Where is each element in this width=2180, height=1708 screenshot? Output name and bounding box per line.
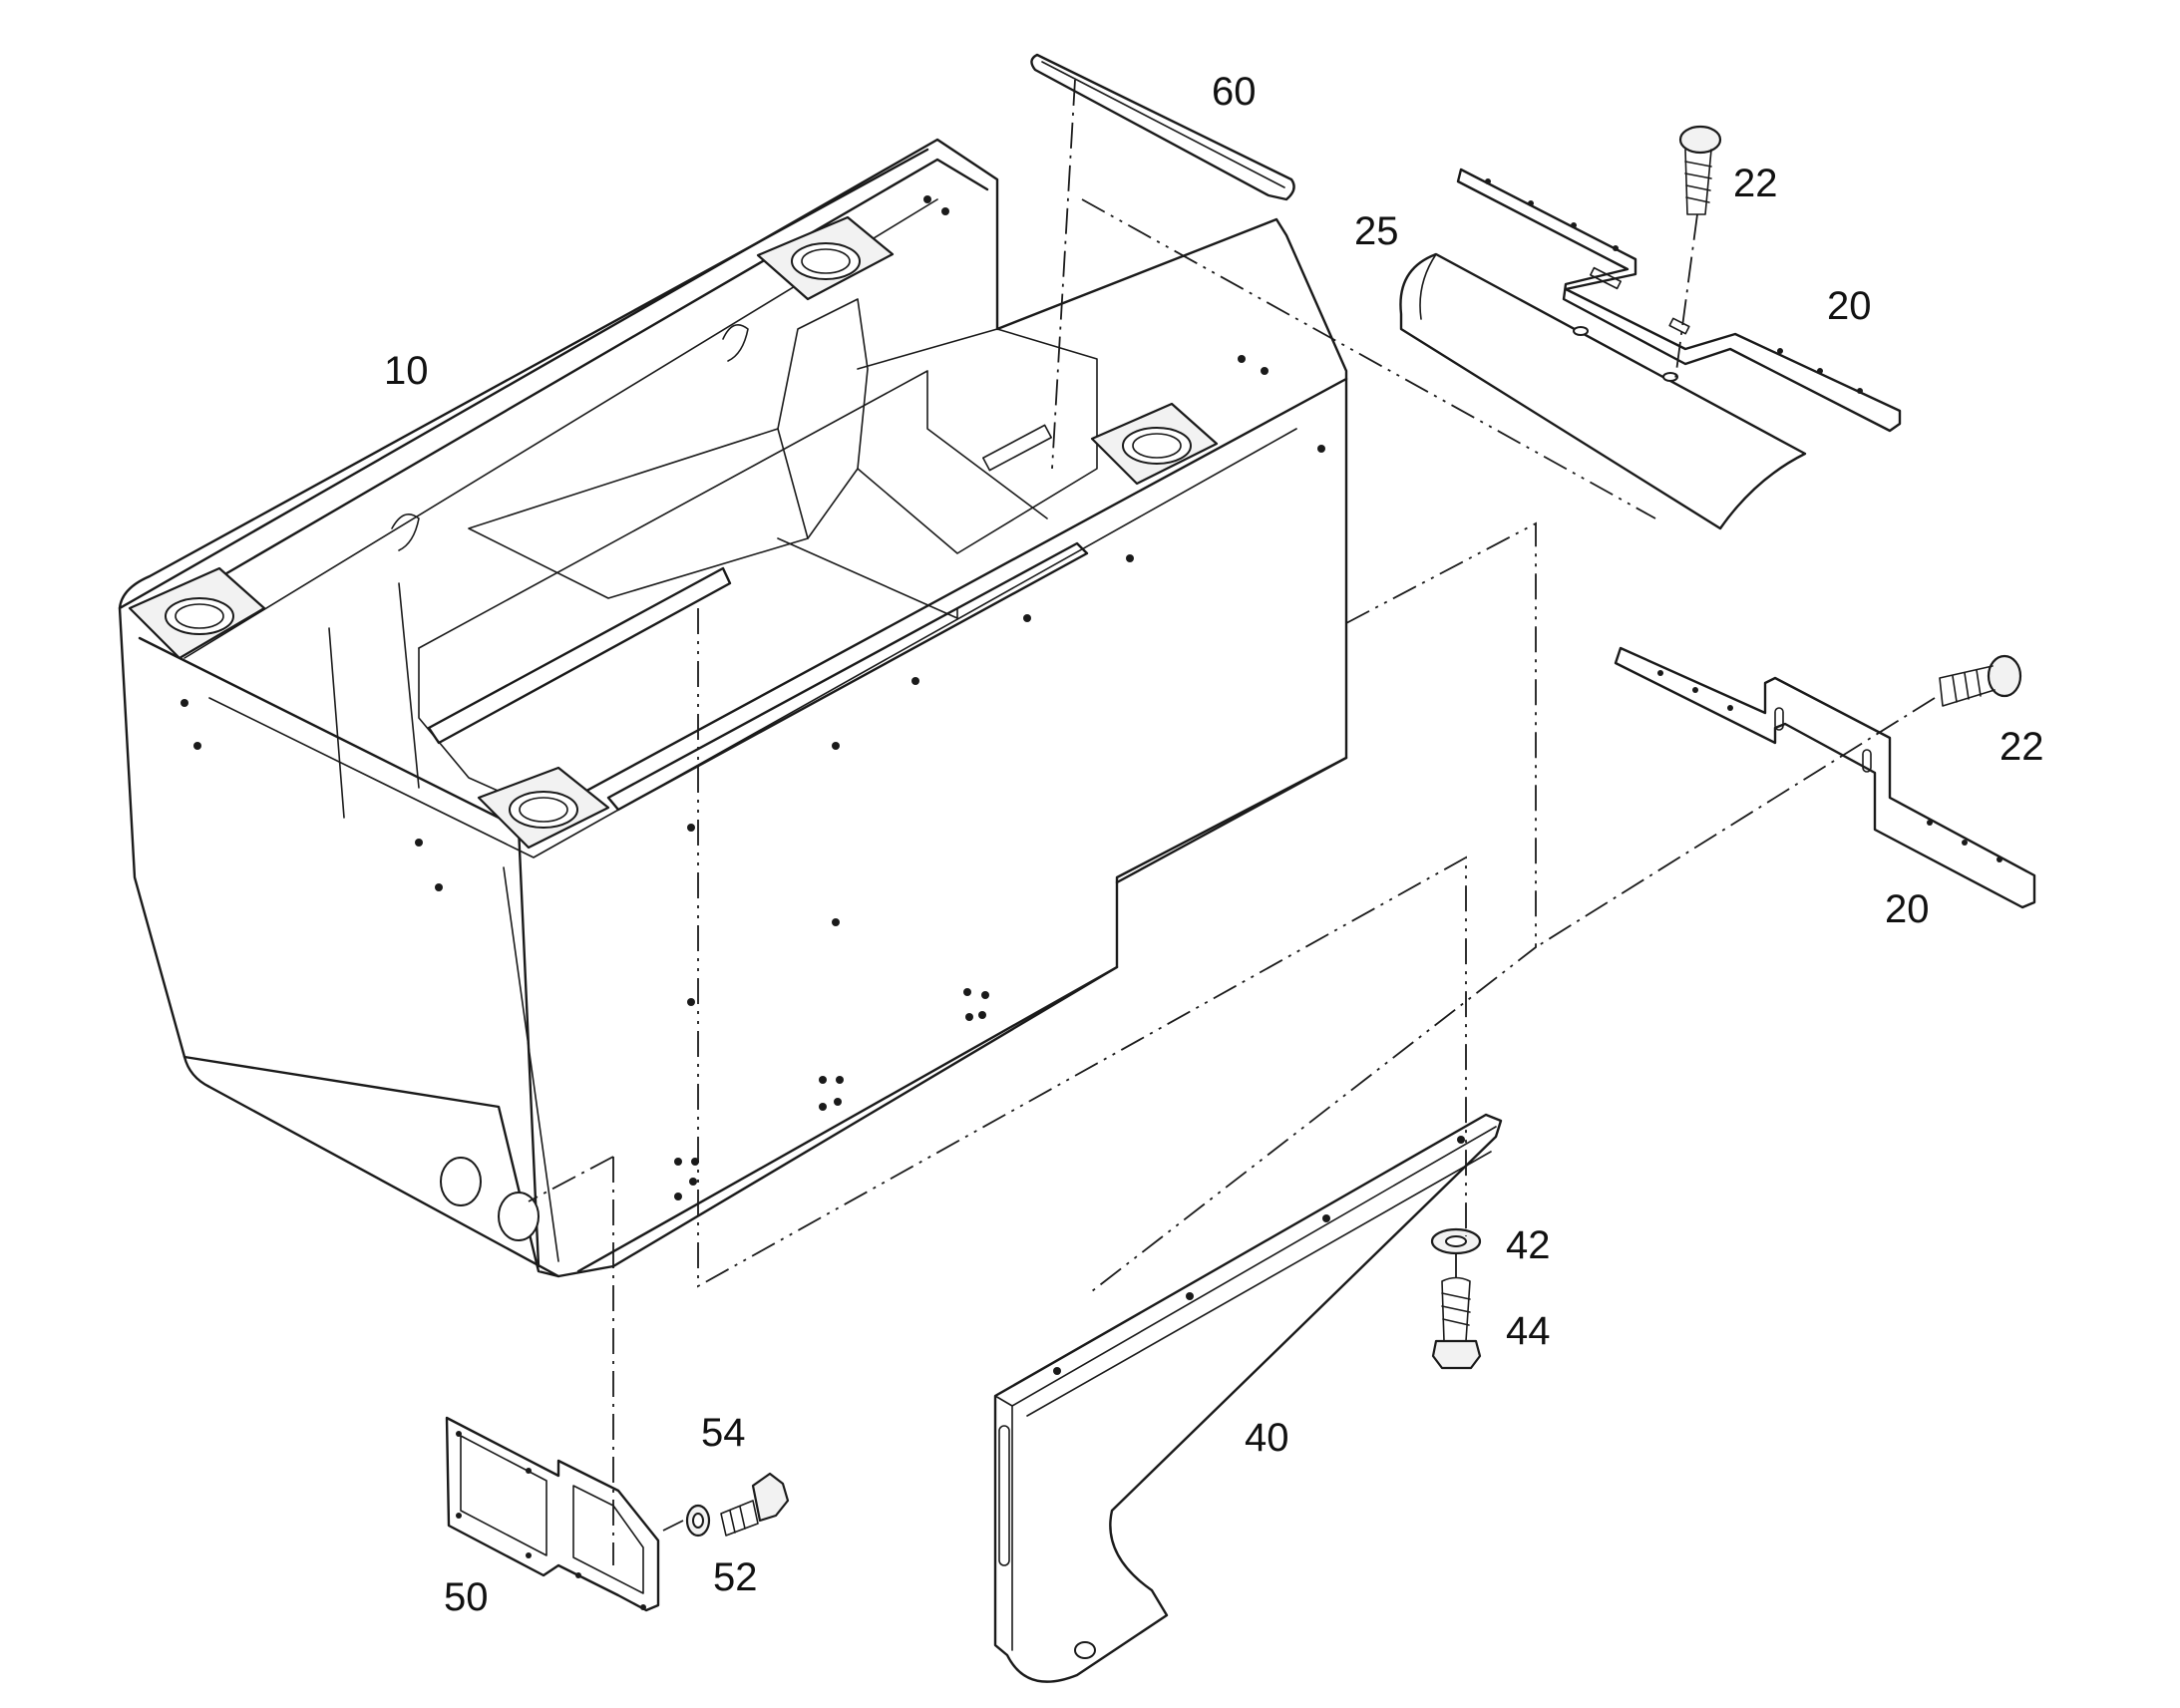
curved-cover-part-25 bbox=[1399, 252, 1807, 530]
frame-opening-1 bbox=[440, 1157, 482, 1206]
screw-top-part-22 bbox=[1678, 125, 1722, 215]
bolt-part-44 bbox=[1431, 1276, 1482, 1370]
callout-20-right: 20 bbox=[1885, 887, 1930, 931]
bracket-top-part-20 bbox=[1456, 168, 1902, 433]
bolt-part-54 bbox=[720, 1472, 790, 1537]
assembly-leader-lines bbox=[528, 79, 1936, 1565]
callout-20-top: 20 bbox=[1827, 284, 1872, 328]
screw-right-part-22 bbox=[1939, 654, 2022, 707]
callout-labels: 10 60 25 22 20 22 20 42 44 40 54 52 50 bbox=[384, 70, 2044, 1619]
callout-52: 52 bbox=[713, 1555, 758, 1599]
mount-pad-back-right bbox=[1090, 402, 1219, 486]
callout-10: 10 bbox=[384, 349, 429, 393]
frame-opening-2 bbox=[498, 1192, 540, 1241]
bracket-right-part-20 bbox=[1614, 646, 2036, 909]
callout-44: 44 bbox=[1506, 1309, 1551, 1353]
support-part-40 bbox=[993, 1113, 1503, 1683]
mount-pad-back-left bbox=[756, 215, 895, 301]
callout-42: 42 bbox=[1506, 1223, 1551, 1267]
washer-part-52 bbox=[685, 1504, 711, 1537]
frame-holes bbox=[181, 195, 1325, 1200]
callout-22-top: 22 bbox=[1733, 162, 1778, 205]
mount-pad-front-left bbox=[128, 566, 266, 660]
washer-part-42 bbox=[1430, 1227, 1482, 1255]
cover-plate-part-50 bbox=[445, 1416, 660, 1612]
callout-50: 50 bbox=[444, 1575, 489, 1619]
callout-25: 25 bbox=[1354, 209, 1399, 253]
callout-40: 40 bbox=[1245, 1416, 1289, 1460]
mount-pad-front-right bbox=[477, 766, 610, 850]
frame-housing-part-10 bbox=[118, 138, 1348, 1278]
lifting-hook-left bbox=[722, 323, 749, 362]
callout-22-right: 22 bbox=[1999, 725, 2044, 769]
lifting-hook-front bbox=[391, 512, 420, 551]
callout-54: 54 bbox=[701, 1411, 746, 1455]
callout-60: 60 bbox=[1212, 70, 1257, 114]
strip-part-60 bbox=[1030, 53, 1295, 201]
